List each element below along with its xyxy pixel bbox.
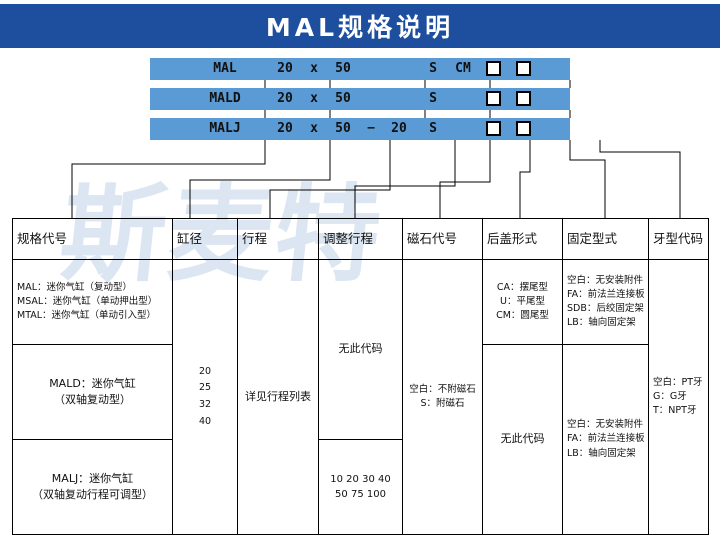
cell-bore: 20 25 32 40 xyxy=(172,259,238,535)
fixing-list: 空白：无安装附件 FA：前法兰连接板 SDB：后绞固定架 LB：轴向固定架 xyxy=(567,274,645,331)
fixing-box xyxy=(482,118,504,140)
spec-code-line: MSAL：迷你气缸（单动押出型） xyxy=(17,295,158,307)
checkbox-square-icon xyxy=(485,61,501,76)
spec-code-list: MAL：迷你气缸（复动型） MSAL：迷你气缸（单动押出型） MTAL：迷你气缸… xyxy=(17,281,168,324)
spec-code-list: MALD：迷你气缸 （双轴复动型） xyxy=(17,376,168,409)
fixing-box xyxy=(482,58,504,80)
header-adjust-stroke: 调整行程 xyxy=(318,218,403,260)
fixing-list: 空白：无安装附件 FA：前法兰连接板 LB：轴向固定架 xyxy=(567,418,645,461)
table-row-mal: MAL：迷你气缸（复动型） MSAL：迷你气缸（单动押出型） MTAL：迷你气缸… xyxy=(12,259,709,535)
page-title: MAL规格说明 xyxy=(265,13,455,42)
model-code: MALD xyxy=(209,91,241,106)
model-code: MAL xyxy=(213,61,237,76)
magnet-code: S xyxy=(429,61,437,76)
code-row-mald: MALD 20 x 50 S xyxy=(150,88,570,110)
rear-cap-line: U：平尾型 xyxy=(500,295,545,307)
multiply-sign: x xyxy=(310,121,318,136)
thread-box xyxy=(512,88,534,110)
bore-value: 32 xyxy=(198,399,212,410)
checkbox-square-icon xyxy=(485,121,501,136)
spec-code-line: MALJ：迷你气缸 xyxy=(51,471,134,485)
bore-code: 20 xyxy=(277,61,293,76)
code-bars: MAL 20 x 50 S CM MALD 20 x 50 S MALJ 20 … xyxy=(150,58,570,148)
model-code: MALJ xyxy=(209,121,241,136)
dash-sign: − xyxy=(367,121,375,136)
spec-code-line: MALD：迷你气缸 xyxy=(49,376,136,390)
fixing-line: FA：前法兰连接板 xyxy=(567,433,645,445)
rear-cap-code: CM xyxy=(455,61,471,76)
fixing-line: LB：轴向固定架 xyxy=(567,317,636,329)
code-row-mal: MAL 20 x 50 S CM xyxy=(150,58,570,80)
rear-cap-list: CA：摆尾型 U：平尾型 CM：圆尾型 xyxy=(487,281,558,324)
cell-spec-code-malj: MALJ：迷你气缸 （双轴复动行程可调型） xyxy=(12,439,173,535)
bore-code: 20 xyxy=(277,121,293,136)
spec-code-list: MALJ：迷你气缸 （双轴复动行程可调型） xyxy=(17,471,168,504)
multiply-sign: x xyxy=(310,61,318,76)
multiply-sign: x xyxy=(310,91,318,106)
checkbox-square-icon xyxy=(515,61,531,76)
thread-box xyxy=(512,118,534,140)
cell-rear-cap-lower: 无此代码 xyxy=(482,344,563,535)
magnet-code: S xyxy=(429,91,437,106)
stroke-code: 50 xyxy=(335,121,351,136)
rear-cap-line: CA：摆尾型 xyxy=(496,281,549,293)
thread-line: 空白：PT牙 xyxy=(653,376,703,388)
cell-stroke: 详见行程列表 xyxy=(237,259,319,535)
cell-rear-cap-upper: CA：摆尾型 U：平尾型 CM：圆尾型 xyxy=(482,259,563,345)
adjust-value-line: 50 75 100 xyxy=(335,489,386,500)
stroke-code: 50 xyxy=(335,61,351,76)
bore-value: 25 xyxy=(198,382,212,394)
fixing-line: 空白：无安装附件 xyxy=(567,274,644,286)
checkbox-square-icon xyxy=(515,121,531,136)
header-fixing: 固定型式 xyxy=(562,218,649,260)
fixing-line: 空白：无安装附件 xyxy=(567,419,644,431)
magnet-line: 空白：不附磁石 xyxy=(409,383,476,395)
thread-line: G：G牙 xyxy=(653,390,687,402)
header-magnet: 磁石代号 xyxy=(402,218,483,260)
magnet-list: 空白：不附磁石 S：附磁石 xyxy=(407,383,478,412)
adjust-value-line: 10 20 30 40 xyxy=(330,474,391,485)
header-thread: 牙型代码 xyxy=(648,218,709,260)
header-stroke: 行程 xyxy=(237,218,319,260)
connector-lines xyxy=(71,80,681,218)
rear-cap-line: CM：圆尾型 xyxy=(496,310,549,322)
magnet-code: S xyxy=(429,121,437,136)
spec-code-line: （双轴复动行程可调型） xyxy=(32,488,153,501)
spec-code-line: MTAL：迷你气缸（单动引入型） xyxy=(17,310,157,322)
header-rear-cap: 后盖形式 xyxy=(482,218,563,260)
fixing-box xyxy=(482,88,504,110)
fixing-line: LB：轴向固定架 xyxy=(567,447,636,459)
fixing-line: SDB：后绞固定架 xyxy=(567,303,644,314)
cell-spec-code-mald: MALD：迷你气缸 （双轴复动型） xyxy=(12,344,173,440)
cell-adjust-values: 10 20 30 40 50 75 100 xyxy=(318,439,403,535)
cell-thread: 空白：PT牙 G：G牙 T：NPT牙 xyxy=(648,259,709,535)
code-row-malj: MALJ 20 x 50 − 20 S xyxy=(150,118,570,140)
checkbox-square-icon xyxy=(515,91,531,106)
header-bore: 缸径 xyxy=(172,218,238,260)
adjust-values-list: 10 20 30 40 50 75 100 xyxy=(323,472,398,502)
bore-value: 20 xyxy=(198,365,212,377)
cell-magnet: 空白：不附磁石 S：附磁石 xyxy=(402,259,483,535)
table-header-row: 规格代号 缸径 行程 调整行程 磁石代号 后盖形式 固定型式 牙型代码 xyxy=(12,218,709,260)
fixing-line: FA：前法兰连接板 xyxy=(567,288,645,300)
table-row-mald: MALD：迷你气缸 （双轴复动型） 无此代码 空白：无安装附件 FA：前法兰连接… xyxy=(12,344,709,535)
spec-code-line: （双轴复动型） xyxy=(54,393,131,406)
cell-fixing-upper: 空白：无安装附件 FA：前法兰连接板 SDB：后绞固定架 LB：轴向固定架 xyxy=(562,259,649,345)
stroke-code: 50 xyxy=(335,91,351,106)
title-bar: MAL规格说明 xyxy=(0,4,720,48)
thread-line: T：NPT牙 xyxy=(653,405,697,417)
bore-code: 20 xyxy=(277,91,293,106)
cell-spec-code-mal: MAL：迷你气缸（复动型） MSAL：迷你气缸（单动押出型） MTAL：迷你气缸… xyxy=(12,259,173,345)
bore-value: 40 xyxy=(198,415,212,427)
header-spec-code: 规格代号 xyxy=(12,218,173,260)
adjust-code: 20 xyxy=(391,121,407,136)
checkbox-square-icon xyxy=(485,91,501,106)
spec-code-line: MAL：迷你气缸（复动型） xyxy=(17,281,132,293)
thread-box xyxy=(512,58,534,80)
spec-table: 规格代号 缸径 行程 调整行程 磁石代号 后盖形式 固定型式 牙型代码 MAL：… xyxy=(12,218,709,535)
thread-list: 空白：PT牙 G：G牙 T：NPT牙 xyxy=(653,376,704,419)
cell-fixing-lower: 空白：无安装附件 FA：前法兰连接板 LB：轴向固定架 xyxy=(562,344,649,535)
magnet-line: S：附磁石 xyxy=(420,398,465,409)
cell-adjust-none: 无此代码 xyxy=(318,259,403,440)
